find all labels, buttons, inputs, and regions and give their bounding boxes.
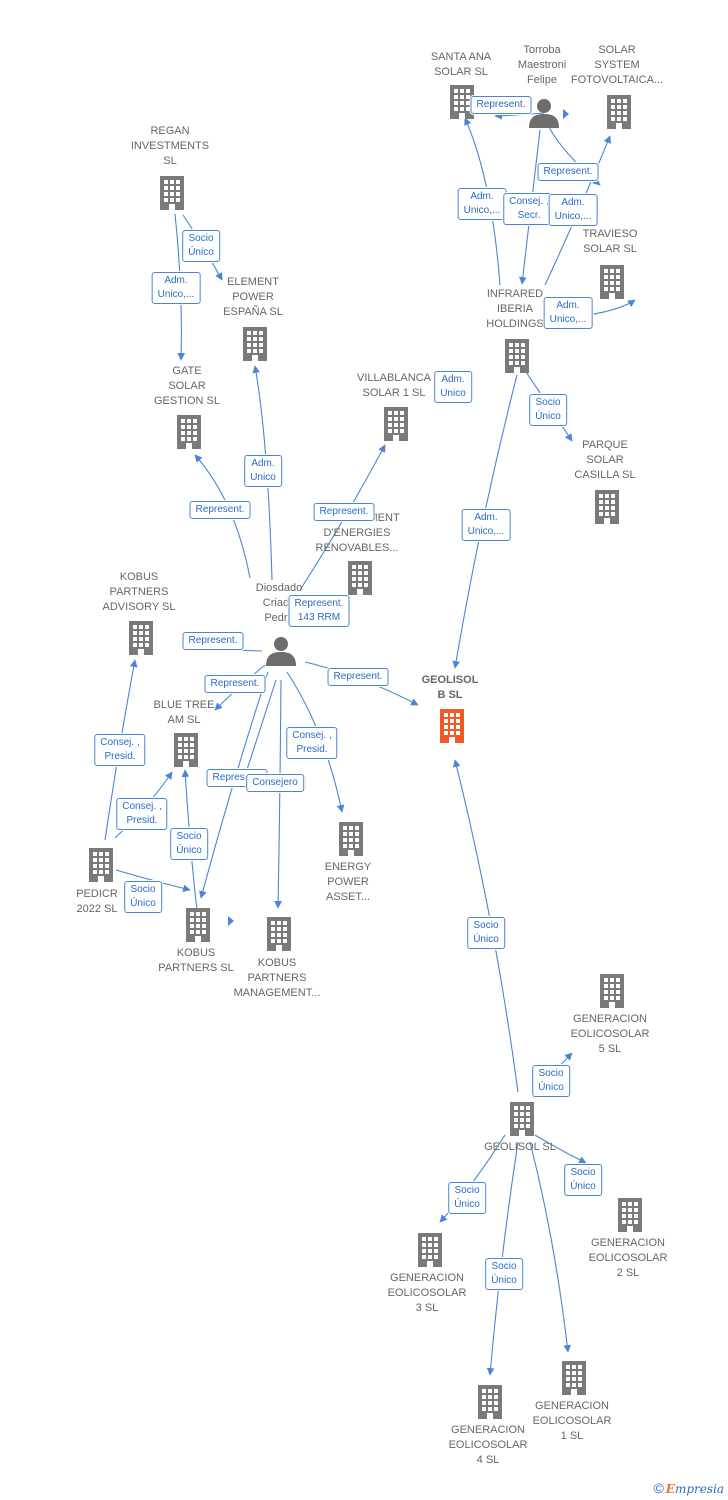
node-label-blue-tree[interactable]: BLUE TREE AM SL (153, 699, 215, 726)
building-icon-solar-system[interactable] (607, 95, 631, 129)
edge-line-e6 (587, 299, 636, 316)
copyright-symbol: © (653, 1480, 664, 1496)
edge-label-e9[interactable]: Socio Único (529, 394, 567, 426)
node-label-infrared[interactable]: INFRARED IBERIA HOLDINGS (486, 288, 544, 330)
node-label-kobus-advisory[interactable]: KOBUS PARTNERS ADVISORY SL (102, 571, 176, 613)
node-label-geolisol[interactable]: GEOLISOL SL (484, 1141, 556, 1153)
edge-label-e1[interactable]: Represent. (470, 96, 532, 114)
node-label-travieso[interactable]: TRAVIESO SOLAR SL (582, 228, 638, 255)
building-icon-gate[interactable] (177, 415, 201, 449)
edge-label-e13[interactable]: Adm. Unico (244, 455, 282, 487)
edge-label-e30[interactable]: Socio Único (448, 1182, 486, 1214)
edge-label-e16[interactable]: Represent. (182, 632, 244, 650)
edge-label-e26[interactable]: Socio Único (124, 881, 162, 913)
node-label-gen4[interactable]: GENERACION EOLICOSOLAR 4 SL (448, 1424, 528, 1466)
edge-label-e27[interactable]: Socio Único (467, 917, 505, 949)
edge-label-e15[interactable]: Represent. 143 RRM (288, 595, 350, 627)
node-label-aprofitament[interactable]: APROFITAMENT D'ENERGIES RENOVABLES... (314, 512, 399, 554)
node-label-parque[interactable]: PARQUE SOLAR CASILLA SL (574, 439, 636, 481)
node-label-torroba[interactable]: Torroba Maestroni Felipe (517, 44, 567, 86)
edge-label-e11[interactable]: Adm. Unico (434, 371, 472, 403)
building-icon-gen3[interactable] (418, 1233, 442, 1267)
node-label-diosdado[interactable]: Diosdado Criado Pedro (255, 582, 303, 624)
node-label-energy-power[interactable]: ENERGY POWER ASSET... (324, 861, 372, 903)
node-label-gen1[interactable]: GENERACION EOLICOSOLAR 1 SL (532, 1400, 612, 1442)
edge-line-e20 (243, 679, 277, 777)
node-label-geolisol-b[interactable]: GEOLISOL B SL (421, 674, 479, 701)
edge-label-e25[interactable]: Consej. , Presid. (94, 734, 146, 766)
edge-label-e22[interactable]: Consejero (246, 774, 304, 792)
edge-line-e26 (115, 869, 191, 893)
node-label-gen3[interactable]: GENERACION EOLICOSOLAR 3 SL (387, 1272, 467, 1314)
node-label-gate[interactable]: GATE SOLAR GESTION SL (153, 365, 221, 407)
brand-name: Empresia (665, 1482, 724, 1496)
edge-label-e18[interactable]: Represent. (327, 668, 389, 686)
edge-label-e8[interactable]: Adm. Unico,... (151, 272, 201, 304)
building-icon-gen1[interactable] (562, 1361, 586, 1395)
edge-label-e10[interactable]: Adm. Unico,... (461, 509, 511, 541)
node-label-kobus-partners[interactable]: KOBUS PARTNERS SL (158, 947, 234, 974)
building-icon-villablanca[interactable] (384, 407, 408, 441)
edge-arrowhead-1 (563, 109, 569, 119)
node-label-pedicr[interactable]: PEDICR 2022 SL (76, 888, 118, 915)
node-label-kobus-management[interactable]: KOBUS PARTNERS MANAGEMENT... (233, 957, 321, 999)
edge-label-e14[interactable]: Represent. (313, 503, 375, 521)
building-icon-kobus-advisory[interactable] (129, 621, 153, 655)
building-icon-aprofitament[interactable] (348, 561, 372, 595)
node-label-santa-ana[interactable]: SANTA ANA SOLAR SL (430, 51, 492, 78)
building-icon-infrared[interactable] (505, 339, 529, 373)
edge-label-e19[interactable]: Consej. , Presid. (286, 727, 338, 759)
building-icon-gen2[interactable] (618, 1198, 642, 1232)
node-label-element[interactable]: ELEMENT POWER ESPAÑA SL (223, 276, 283, 318)
edge-label-e6[interactable]: Adm. Unico,... (543, 297, 593, 329)
edge-line-e22 (274, 679, 282, 909)
edge-label-e28[interactable]: Socio Único (532, 1065, 570, 1097)
edge-line-e32 (529, 1141, 572, 1353)
edge-label-e3[interactable]: Adm. Unico,... (457, 188, 507, 220)
building-icon-geolisol[interactable] (510, 1102, 534, 1136)
node-label-gen5[interactable]: GENERACION EOLICOSOLAR 5 SL (570, 1013, 650, 1055)
building-icon-parque[interactable] (595, 490, 619, 524)
edge-label-e4[interactable]: Consej. , Secr. (503, 193, 555, 225)
edge-label-e31[interactable]: Socio Único (485, 1258, 523, 1290)
node-label-villablanca[interactable]: VILLABLANCA SOLAR 1 SL (357, 372, 431, 399)
building-icon-travieso[interactable] (600, 265, 624, 299)
building-icon-kobus-partners[interactable] (186, 908, 210, 942)
building-icon-blue-tree[interactable] (174, 733, 198, 767)
building-icon-pedicr[interactable] (89, 848, 113, 882)
edge-line-e1 (494, 111, 545, 120)
edge-line-e29 (534, 1134, 587, 1164)
edge-label-e29[interactable]: Socio Único (564, 1164, 602, 1196)
edge-line-e21 (199, 671, 269, 899)
building-icon-element[interactable] (243, 327, 267, 361)
edge-arrowhead-2 (228, 916, 234, 926)
edge-label-e24[interactable]: Socio Único (170, 828, 208, 860)
edge-label-e23[interactable]: Consej. , Presid. (116, 798, 168, 830)
empresia-logo[interactable]: ©Empresia (653, 1480, 724, 1496)
building-icon-geolisol-b[interactable] (440, 709, 464, 743)
node-label-solar-system[interactable]: SOLAR SYSTEM FOTOVOLTAICA... (570, 44, 664, 86)
building-icon-regan[interactable] (160, 176, 184, 210)
building-icon-kobus-management[interactable] (267, 917, 291, 951)
person-icon-diosdado[interactable] (266, 637, 296, 666)
building-icon-gen4[interactable] (478, 1385, 502, 1419)
building-icon-gen5[interactable] (600, 974, 624, 1008)
edge-label-e5[interactable]: Adm. Unico,... (548, 194, 598, 226)
edge-label-e12[interactable]: Represent. (189, 501, 251, 519)
node-label-regan[interactable]: REGAN INVESTMENTS SL (130, 125, 210, 167)
edge-label-e7[interactable]: Socio Único (182, 230, 220, 262)
edge-label-e17[interactable]: Represent. (204, 675, 266, 693)
edge-label-e2[interactable]: Represent. (537, 163, 599, 181)
node-label-gen2[interactable]: GENERACION EOLICOSOLAR 2 SL (588, 1237, 668, 1279)
building-icon-energy-power[interactable] (339, 822, 363, 856)
